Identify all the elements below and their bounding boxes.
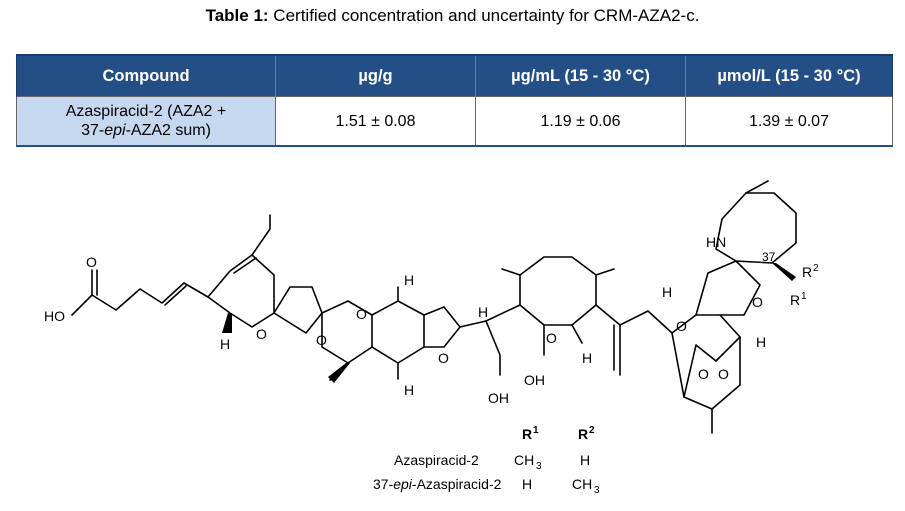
header-compound: Compound bbox=[16, 54, 276, 97]
atom-labels: O HO H O O O H H O H OH OH O H H O O O O… bbox=[44, 234, 819, 406]
table-row: Azaspiracid-2 (AZA2 + 37-epi-AZA2 sum) 1… bbox=[16, 96, 893, 147]
svg-text:O: O bbox=[676, 318, 687, 334]
legend-row2-name: 37-epi-Azaspiracid-2 bbox=[373, 476, 502, 492]
azaspiracid-structure: O HO H O O O H H O H OH OH O H H O O O O… bbox=[44, 180, 819, 496]
stereo-wedges bbox=[222, 263, 796, 383]
cell-ug-per-ml: 1.19 ± 0.06 bbox=[475, 96, 686, 147]
cell-compound: Azaspiracid-2 (AZA2 + 37-epi-AZA2 sum) bbox=[16, 96, 276, 147]
svg-text:H: H bbox=[220, 336, 230, 352]
svg-text:3: 3 bbox=[536, 461, 542, 472]
svg-text:1: 1 bbox=[533, 425, 539, 436]
svg-text:O: O bbox=[316, 332, 327, 348]
svg-text:H: H bbox=[404, 272, 414, 288]
svg-text:R: R bbox=[802, 264, 812, 280]
svg-text:O: O bbox=[438, 350, 449, 366]
header-ug-per-ml: µg/mL (15 - 30 °C) bbox=[475, 54, 686, 97]
svg-text:O: O bbox=[256, 326, 267, 342]
legend-r1-header: R bbox=[522, 426, 532, 442]
svg-text:H: H bbox=[662, 284, 672, 300]
svg-text:OH: OH bbox=[488, 390, 509, 406]
svg-text:OH: OH bbox=[524, 372, 545, 388]
svg-text:O: O bbox=[718, 366, 729, 382]
structure-bonds bbox=[71, 180, 797, 434]
substituent-legend: R 1 R 2 Azaspiracid-2 CH 3 H 37-epi-Azas… bbox=[373, 425, 600, 496]
svg-text:O: O bbox=[356, 306, 367, 322]
cell-ug-per-g: 1.51 ± 0.08 bbox=[275, 96, 476, 147]
svg-text:H: H bbox=[404, 382, 414, 398]
svg-text:2: 2 bbox=[589, 425, 595, 436]
header-umol-per-l: µmol/L (15 - 30 °C) bbox=[685, 54, 893, 97]
legend-row1-r1: CH bbox=[514, 452, 534, 468]
svg-text:R: R bbox=[790, 292, 800, 308]
svg-text:HO: HO bbox=[44, 308, 65, 324]
svg-text:O: O bbox=[86, 254, 97, 270]
caption-prefix: Table 1: bbox=[205, 6, 269, 25]
svg-text:3: 3 bbox=[594, 485, 600, 496]
svg-text:H: H bbox=[478, 304, 488, 320]
svg-text:1: 1 bbox=[801, 291, 807, 302]
svg-text:O: O bbox=[752, 294, 763, 310]
legend-row2-r2: CH bbox=[572, 476, 592, 492]
svg-text:2: 2 bbox=[813, 263, 819, 274]
caption-text: Certified concentration and uncertainty … bbox=[273, 6, 700, 25]
svg-text:H: H bbox=[582, 350, 592, 366]
table-caption: Table 1: Certified concentration and unc… bbox=[0, 6, 905, 26]
svg-text:O: O bbox=[546, 330, 557, 346]
svg-text:H: H bbox=[756, 334, 766, 350]
cell-umol-per-l: 1.39 ± 0.07 bbox=[685, 96, 893, 147]
header-ug-per-g: µg/g bbox=[275, 54, 476, 97]
svg-text:O: O bbox=[698, 366, 709, 382]
legend-row1-name: Azaspiracid-2 bbox=[394, 452, 479, 468]
svg-text:37: 37 bbox=[762, 250, 776, 264]
legend-row1-r2: H bbox=[580, 452, 590, 468]
svg-text:HN: HN bbox=[706, 234, 726, 250]
certified-values-table: Compound µg/g µg/mL (15 - 30 °C) µmol/L … bbox=[16, 54, 893, 147]
table-header-row: Compound µg/g µg/mL (15 - 30 °C) µmol/L … bbox=[16, 54, 893, 97]
legend-r2-header: R bbox=[578, 426, 588, 442]
legend-row2-r1: H bbox=[522, 476, 532, 492]
